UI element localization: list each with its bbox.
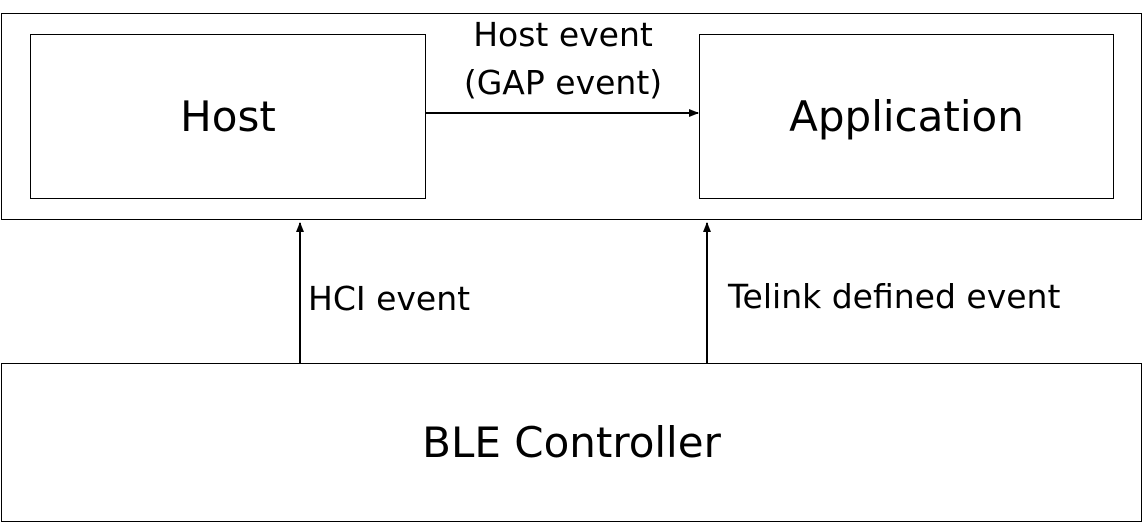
ble-controller-box: BLE Controller [1, 363, 1142, 522]
application-box: Application [699, 34, 1114, 199]
host-event-label: Host event [473, 15, 653, 54]
host-box: Host [30, 34, 426, 199]
gap-event-label: (GAP event) [463, 63, 663, 102]
application-label: Application [789, 91, 1024, 141]
host-label: Host [180, 91, 276, 141]
hci-event-label: HCI event [308, 279, 471, 318]
ble-controller-label: BLE Controller [422, 417, 721, 467]
telink-defined-event-label: Telink defined event [728, 277, 1061, 316]
